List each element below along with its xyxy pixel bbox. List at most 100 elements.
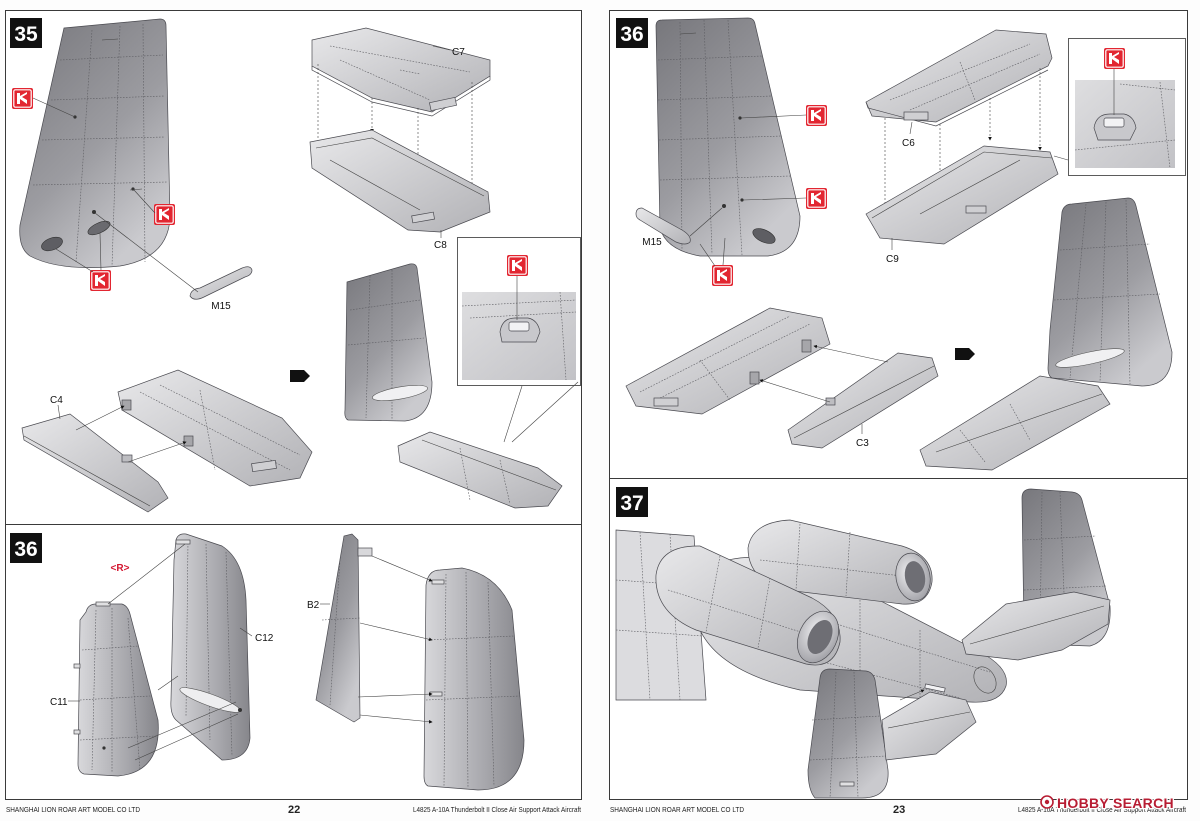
leader-line (699, 114, 807, 267)
horizontal-stabilizer (117, 369, 313, 487)
fin-pin (431, 579, 445, 585)
mount-slot (679, 32, 697, 35)
part-m15: M15 (635, 207, 691, 248)
panel-lines (79, 608, 157, 772)
arrow-right-icon (955, 348, 975, 360)
vertical-stabilizer-part (655, 17, 801, 257)
panel-lines (32, 23, 168, 267)
assembly-arrow (357, 692, 433, 698)
stabilizer-body (117, 369, 313, 487)
panel-lines (889, 43, 1041, 111)
c6-plate (865, 29, 1053, 123)
fin-body (423, 567, 525, 791)
cement-icon (506, 254, 529, 277)
part-label-c11: C11 (50, 697, 68, 708)
c8-plate (309, 129, 491, 233)
panel-lines (139, 384, 301, 471)
page-22-footer: SHANGHAI LION ROAR ART MODEL CO LTD 22 L… (6, 804, 581, 816)
page-23: 36 M15 (609, 10, 1188, 816)
part-label-m15: M15 (211, 301, 231, 312)
c11-pin (73, 729, 81, 735)
engine-fan (904, 561, 926, 593)
engine-nacelle (655, 545, 841, 666)
nose-detail (973, 666, 997, 694)
c11-rudder (77, 603, 159, 777)
footer-company: SHANGHAI LION ROAR ART MODEL CO LTD (610, 807, 744, 814)
pin-hole (102, 746, 106, 750)
fin-opening (1055, 348, 1125, 368)
assembly-arrow (899, 689, 925, 701)
stabilizer-body (19, 18, 171, 268)
panel-lines (809, 671, 887, 799)
step-number: 35 (14, 23, 38, 46)
part-c7: C7 (311, 27, 491, 117)
step-number: 37 (620, 492, 643, 515)
watermark-logo-icon (1044, 799, 1050, 805)
c4-elevator (21, 413, 169, 513)
cement-icon (153, 203, 176, 226)
leader-line (107, 543, 239, 761)
step-36-left: 36 <R> C11 C12 (10, 533, 525, 791)
step-36-badge: 36 (10, 533, 42, 563)
c3-hinge (825, 397, 836, 406)
leader-line (689, 207, 723, 237)
mount-slot (101, 38, 143, 191)
assembled-fin (1047, 197, 1173, 387)
stabilizer-body (655, 17, 801, 257)
horizontal-stabilizer (625, 307, 831, 415)
hinge-line (421, 439, 557, 491)
stabilizer-opening (41, 236, 63, 252)
m15-rod (635, 207, 691, 245)
panel-lines (759, 523, 921, 597)
panel-lines (461, 291, 577, 381)
tail-assembly-upper (961, 488, 1111, 661)
stabilizer-opening (87, 220, 111, 236)
m15-rod (189, 266, 253, 300)
step-36-right: 36 M15 (616, 17, 1186, 471)
page-23-footer: SHANGHAI LION ROAR ART MODEL CO LTD 23 L… (610, 804, 1186, 816)
fin-body (344, 263, 433, 422)
part-label-c4: C4 (50, 395, 63, 406)
hinge-block (801, 339, 812, 353)
elevator-body (881, 691, 977, 761)
footer-product: L4825 A-10A Thunderbolt II Close Air Sup… (1018, 807, 1186, 814)
part-c6: C6 (865, 29, 1053, 149)
step-37: 37 (615, 487, 1111, 799)
c7-edge (311, 66, 491, 117)
c7-tab (429, 96, 457, 112)
step-35: 35 M15 (10, 18, 581, 513)
cement-icon (805, 187, 828, 210)
panel-lines (185, 539, 233, 757)
panel-lines (739, 599, 991, 699)
part-label-c8: C8 (434, 240, 447, 251)
hinge-line (969, 605, 1105, 645)
part-label-b2: B2 (307, 600, 320, 611)
assembly-arrow (359, 622, 433, 642)
callout-line (1053, 155, 1069, 161)
c8-rail (315, 137, 485, 211)
part-c11: C11 (50, 601, 159, 777)
panel-lines (347, 270, 425, 420)
b2-rudder (315, 533, 361, 723)
assembled-fin (344, 263, 433, 422)
hinge-block (121, 399, 132, 411)
c8-tab (411, 211, 435, 224)
part-label-c7: C7 (452, 47, 465, 58)
leader-line (94, 212, 199, 293)
elevator-body (961, 591, 1111, 661)
c4-edge (23, 435, 151, 507)
callout-line (503, 381, 579, 443)
cement-icon (89, 269, 112, 292)
tail-assembly-lower (807, 668, 977, 799)
fin-body (1047, 197, 1173, 387)
badge-box (616, 18, 648, 48)
label-leader (432, 45, 451, 51)
page-number: 22 (288, 804, 300, 816)
detail-inset (457, 237, 581, 386)
step-number: 36 (14, 538, 37, 561)
aircraft-model (615, 519, 1007, 703)
cement-icon (711, 264, 734, 287)
panel-lines (459, 447, 511, 505)
mount-slot (1103, 117, 1125, 128)
